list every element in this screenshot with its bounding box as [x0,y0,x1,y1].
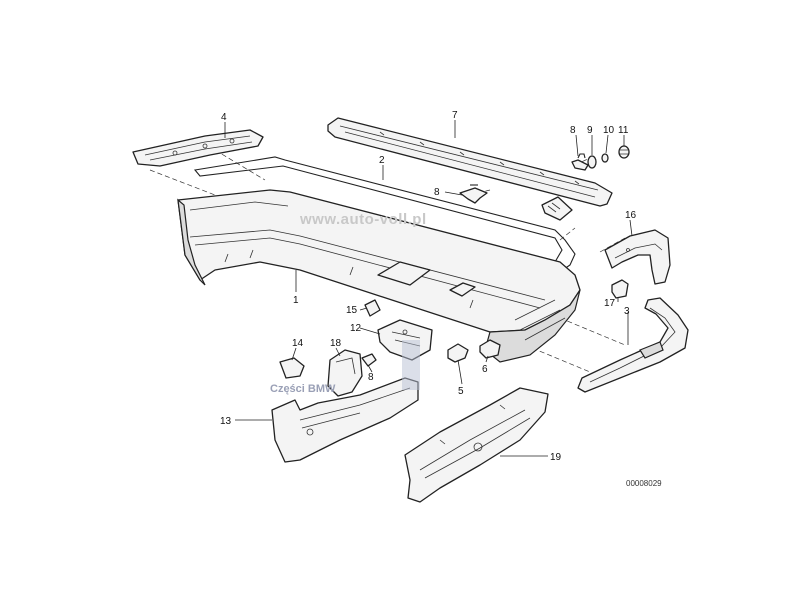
callout-15: 14 [292,338,304,349]
part-1-bumper-cover [177,189,581,363]
callout-5: 5 [458,386,464,397]
callout-8-lower: 8 [368,372,374,383]
callout-3: 3 [624,306,630,317]
part-8-lower-clip [361,353,377,367]
watermark-url: www.auto-voll.pl [299,211,427,228]
callouts: 4 7 2 8 8 9 10 11 1 16 17 3 15 12 14 18 … [220,110,637,463]
callout-18: 17 [604,298,616,309]
drawing-code: 00008029 [626,479,662,488]
callout-16: 15 [346,305,358,316]
callout-14: 13 [220,416,232,427]
callout-8-upper: 8 [434,187,440,198]
callout-6: 6 [482,364,488,375]
part-17-right-bracket [604,229,671,285]
callout-9: 12 [350,323,362,334]
callout-13: 11 [618,125,629,136]
assembly-guides [149,149,626,373]
part-3-corner-trim [577,297,689,393]
part-15-clip [279,357,305,379]
part-7-trim-strip [327,117,613,207]
callout-19: 18 [330,338,342,349]
part-20-lower-skirt [404,387,549,503]
leader-lines [224,120,633,457]
part-6-clip [479,339,501,359]
callout-7: 7 [452,110,458,121]
part-8-upper-clip [459,184,488,204]
callout-12: 10 [603,125,615,136]
callout-20: 19 [550,452,562,463]
part-18-clip [611,279,629,299]
part-16-clip [364,299,381,317]
seal-detail-inset [541,196,573,221]
callout-4: 4 [221,112,227,123]
callout-17: 16 [625,210,637,221]
callout-10: 8 [570,125,576,136]
part-4-left-bracket [132,129,264,167]
watermark: www.auto-voll.pl Części BMW [270,211,427,395]
part-5-clip [447,343,469,363]
callout-11: 9 [587,125,593,136]
callout-1: 1 [293,295,299,306]
watermark-label: Części BMW [270,383,336,395]
callout-2: 2 [379,155,385,166]
fastener-set-10-13 [571,145,630,171]
part-19-bracket [327,349,363,397]
part-14-lower-skirt [271,377,419,463]
